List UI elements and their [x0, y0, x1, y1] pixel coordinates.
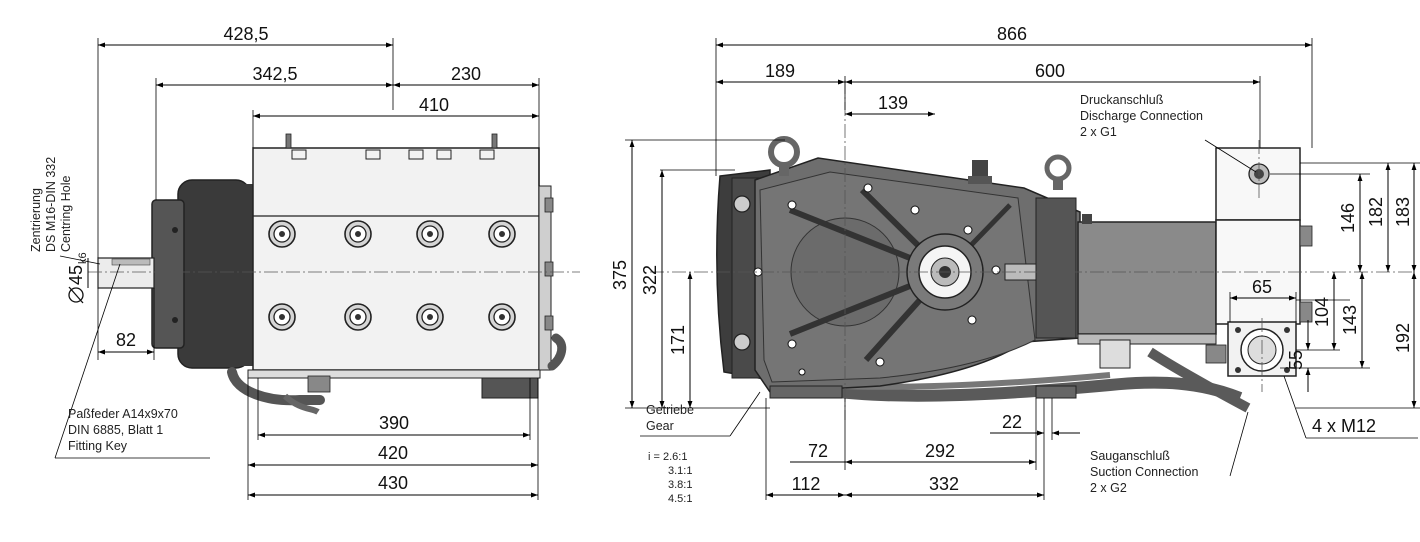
centring-hole-label: Zentrierung DS M16-DIN 332 Centring Hole	[29, 157, 101, 265]
dim-146: 146	[1338, 203, 1358, 233]
dim-292: 292	[925, 441, 955, 461]
svg-text:i = 2.6:1: i = 2.6:1	[648, 451, 687, 463]
gear-ratios: i = 2.6:1 3.1:1 3.8:1 4.5:1	[648, 451, 692, 505]
left-base	[227, 333, 567, 415]
dim-dia-45: 45	[66, 265, 86, 285]
svg-text:2 x G2: 2 x G2	[1090, 481, 1127, 495]
svg-text:2 x G1: 2 x G1	[1080, 125, 1117, 139]
svg-text:3.1:1: 3.1:1	[668, 465, 692, 477]
dim-322: 322	[640, 265, 660, 295]
dim-332: 332	[929, 474, 959, 494]
dim-866: 866	[997, 24, 1027, 44]
dim-72: 72	[808, 441, 828, 461]
dim-230: 230	[451, 64, 481, 84]
dim-104: 104	[1312, 297, 1332, 327]
svg-text:DS M16-DIN 332: DS M16-DIN 332	[44, 157, 58, 252]
dim-192: 192	[1393, 323, 1413, 353]
dim-375: 375	[610, 260, 630, 290]
dim-22: 22	[1002, 412, 1022, 432]
dim-600: 600	[1035, 61, 1065, 81]
gearbox-body	[753, 157, 1081, 393]
svg-text:Fitting Key: Fitting Key	[68, 439, 128, 453]
discharge-connection-label: Druckanschluß Discharge Connection 2 x G…	[1080, 93, 1257, 173]
dim-55: 55	[1286, 350, 1306, 370]
dim-420: 420	[378, 443, 408, 463]
head-bolts	[268, 220, 516, 331]
left-view: 428,5 342,5 230 410 82 390 420 430 45 k6…	[29, 24, 580, 500]
pump-head	[247, 133, 554, 379]
dim-82: 82	[116, 330, 136, 350]
pump-block	[1035, 197, 1217, 345]
svg-text:Getriebe: Getriebe	[646, 403, 694, 417]
svg-text:Druckanschluß: Druckanschluß	[1080, 93, 1164, 107]
svg-text:Sauganschluß: Sauganschluß	[1090, 449, 1170, 463]
svg-text:4 x M12: 4 x M12	[1312, 416, 1376, 436]
bolts-label: 4 x M12	[1283, 375, 1418, 439]
dim-143: 143	[1340, 305, 1360, 335]
svg-text:DIN 6885, Blatt 1: DIN 6885, Blatt 1	[68, 423, 163, 437]
pump-shaft	[97, 257, 155, 289]
shaft-diameter-label: 45 k6	[66, 252, 89, 304]
svg-text:3.8:1: 3.8:1	[668, 479, 692, 491]
dim-dia-tolerance: k6	[77, 252, 89, 264]
dim-430: 430	[378, 473, 408, 493]
right-view: 866 189 600 139 65 22 72 292 112 332 375…	[610, 24, 1420, 505]
dim-171: 171	[668, 325, 688, 355]
dim-189: 189	[765, 61, 795, 81]
pump-feet	[769, 385, 1077, 399]
suction-connection-label: Sauganschluß Suction Connection 2 x G2	[1090, 411, 1249, 495]
svg-text:Zentrierung: Zentrierung	[29, 188, 43, 252]
svg-text:Centring Hole: Centring Hole	[59, 176, 73, 252]
dim-390: 390	[379, 413, 409, 433]
diameter-symbol-icon	[68, 287, 84, 303]
dim-410: 410	[419, 95, 449, 115]
dim-139: 139	[878, 93, 908, 113]
dim-112: 112	[792, 474, 821, 494]
dim-342-5: 342,5	[252, 64, 297, 84]
dim-183: 183	[1393, 197, 1413, 227]
lifting-eyebolts	[733, 136, 1072, 351]
dim-182: 182	[1366, 197, 1386, 227]
gear-label: Getriebe Gear	[640, 391, 761, 437]
svg-text:Discharge Connection: Discharge Connection	[1080, 109, 1203, 123]
svg-text:Suction Connection: Suction Connection	[1090, 465, 1198, 479]
dim-65: 65	[1252, 277, 1272, 297]
svg-text:Paßfeder A14x9x70: Paßfeder A14x9x70	[68, 407, 178, 421]
dim-428-5: 428,5	[223, 24, 268, 44]
svg-text:4.5:1: 4.5:1	[668, 493, 692, 505]
fitting-key-label: Paßfeder A14x9x70 DIN 6885, Blatt 1 Fitt…	[54, 263, 210, 459]
drive-flange	[151, 179, 256, 369]
svg-text:Gear: Gear	[646, 419, 674, 433]
